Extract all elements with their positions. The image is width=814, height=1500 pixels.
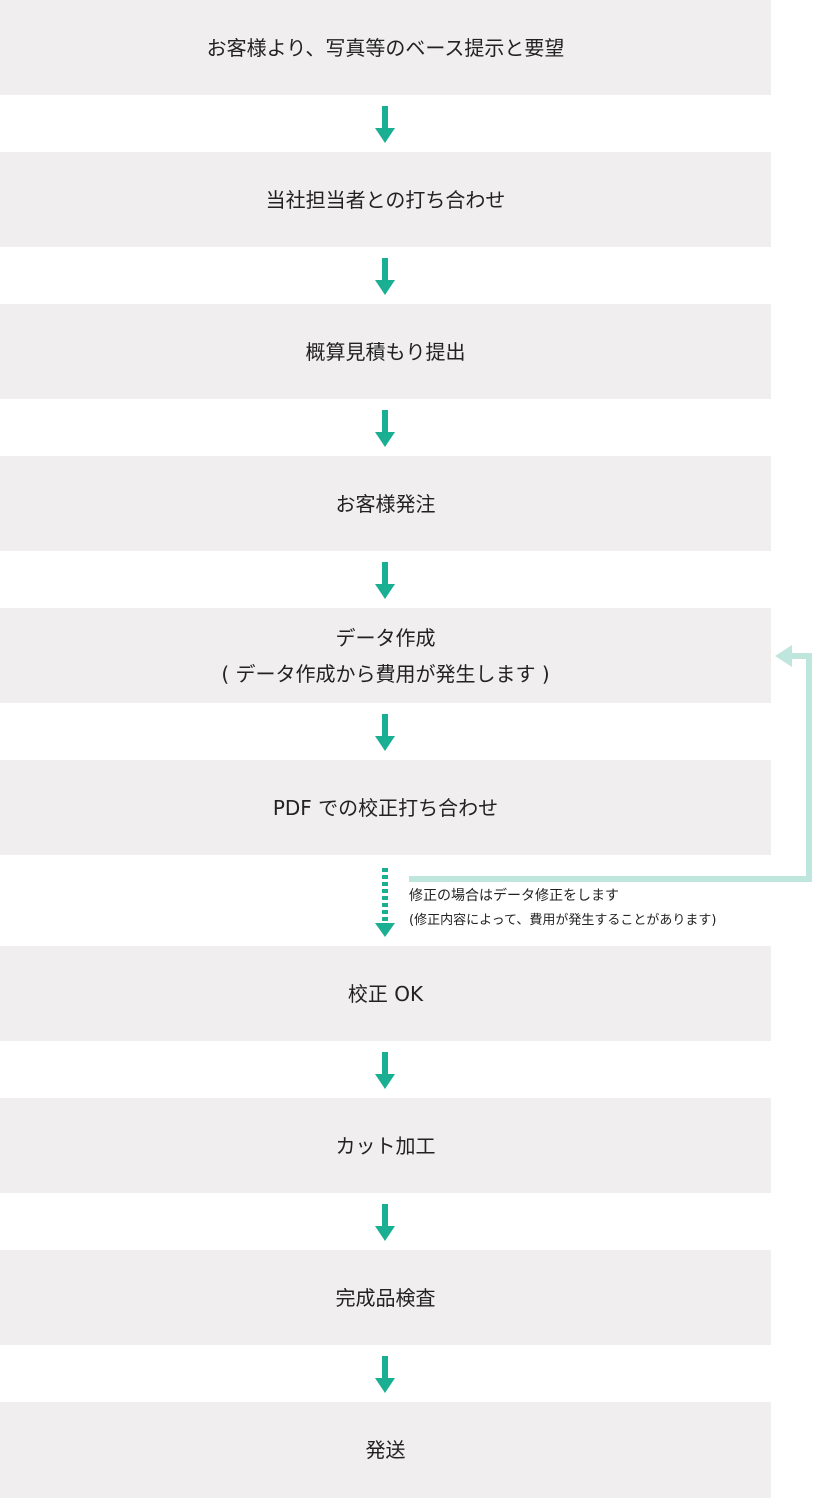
step-sublabel: ( データ作成から費用が発生します ) [221, 661, 550, 686]
revision-note-line2: (修正内容によって、費用が発生することがあります) [409, 913, 717, 928]
step-label: データ作成 [335, 625, 436, 650]
flow-step-3: 概算見積もり提出 [0, 304, 771, 399]
step-label: 完成品検査 [335, 1285, 436, 1310]
flow-step-7: 校正 OK [0, 946, 771, 1041]
flow-arrow-down-icon [375, 410, 395, 448]
flow-step-6: PDF での校正打ち合わせ [0, 760, 771, 855]
flow-step-5: データ作成 ( データ作成から費用が発生します ) [0, 608, 771, 703]
step-label: お客様発注 [335, 491, 436, 516]
step-label: 当社担当者との打ち合わせ [265, 187, 506, 212]
step-label: お客様より、写真等のベース提示と要望 [206, 35, 565, 60]
step-label: 概算見積もり提出 [305, 339, 466, 364]
flow-arrow-down-icon [375, 1052, 395, 1090]
flow-arrow-down-icon [375, 106, 395, 144]
flow-step-9: 完成品検査 [0, 1250, 771, 1345]
dashed-arrow-down-icon [375, 868, 395, 938]
flow-step-8: カット加工 [0, 1098, 771, 1193]
revision-note-line1: 修正の場合はデータ修正をします [409, 888, 619, 904]
flow-arrow-down-icon [375, 1356, 395, 1394]
flow-arrow-down-icon [375, 562, 395, 600]
step-label: 校正 OK [347, 981, 424, 1006]
flow-step-4: お客様発注 [0, 456, 771, 551]
flow-step-1: お客様より、写真等のベース提示と要望 [0, 0, 771, 95]
step-label: 発送 [365, 1438, 406, 1462]
flow-arrow-down-icon [375, 714, 395, 752]
flow-step-2: 当社担当者との打ち合わせ [0, 152, 771, 247]
flow-arrow-down-icon [375, 1204, 395, 1242]
flow-arrow-down-icon [375, 258, 395, 296]
step-label: PDF での校正打ち合わせ [272, 795, 499, 820]
flow-step-10: 発送 [0, 1402, 771, 1498]
step-label: カット加工 [335, 1133, 436, 1158]
